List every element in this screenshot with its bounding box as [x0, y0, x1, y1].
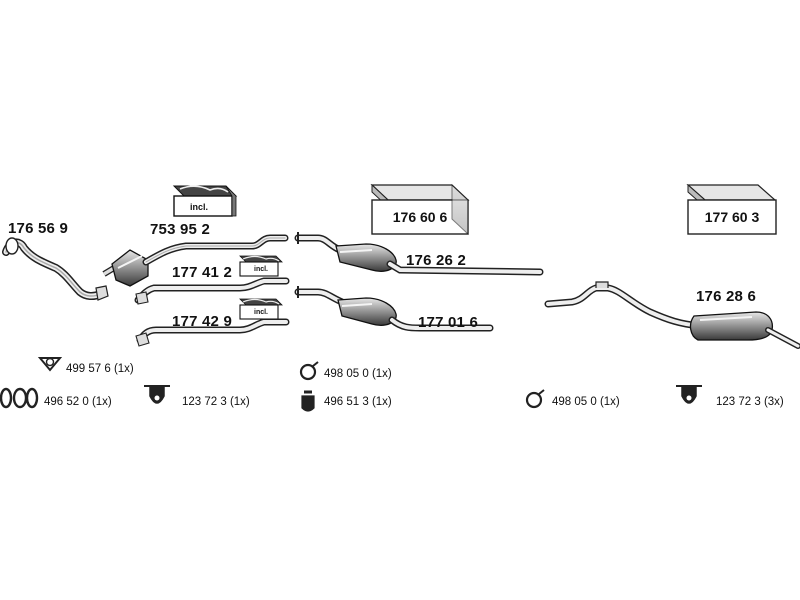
- kit-box-176606: [370, 183, 470, 236]
- rear-silencer-drawing: [544, 281, 800, 349]
- incl-label-small-1: incl.: [254, 266, 269, 273]
- incl-kit-box-large: [172, 185, 238, 217]
- incl-label-small-2: incl.: [254, 309, 269, 316]
- part-label-177412: 177 41 2: [172, 264, 232, 281]
- incl-kit-box-small-2: [239, 298, 283, 320]
- incl-kit-box-small-1: [239, 255, 283, 277]
- kit-label-176606: 176 60 6: [392, 209, 448, 225]
- accessory-label-496513: 496 51 3 (1x): [324, 396, 392, 408]
- middle-silencer-1-drawing: [294, 232, 544, 276]
- pipe-177429-drawing: [135, 318, 290, 347]
- part-label-catalyst-pipe: 753 95 2: [150, 221, 210, 238]
- kit-label-177603: 177 60 3: [704, 209, 760, 225]
- kit-box-177603: [686, 183, 777, 235]
- part-label-177429: 177 42 9: [172, 313, 232, 330]
- part-label-middle-silencer-1: 176 26 2: [406, 252, 466, 269]
- ring-gasket-icon-1: [299, 361, 319, 381]
- rubber-hanger-icon-1: [144, 385, 170, 404]
- rubber-hanger-icon-2: [676, 385, 702, 404]
- part-label-middle-silencer-2: 177 01 6: [418, 314, 478, 331]
- pipe-177412-drawing: [134, 277, 290, 305]
- accessory-label-498050-b: 498 05 0 (1x): [552, 396, 620, 408]
- incl-label-large: incl.: [190, 202, 209, 212]
- accessory-label-498050-a: 498 05 0 (1x): [324, 368, 392, 380]
- accessory-label-123723-3x: 123 72 3 (3x): [716, 396, 784, 408]
- part-label-front-pipe: 176 56 9: [8, 220, 68, 237]
- bolt-clamp-icon: [301, 390, 315, 412]
- front-pipe-drawing: [2, 237, 109, 301]
- accessory-label-123723-1x: 123 72 3 (1x): [182, 396, 250, 408]
- middle-silencer-2-drawing: [294, 286, 494, 332]
- accessory-label-496520: 496 52 0 (1x): [44, 396, 112, 408]
- catalyst-pipe-drawing: [102, 234, 289, 287]
- ring-gasket-icon-2: [525, 389, 545, 409]
- triangle-gasket-icon: [37, 357, 63, 372]
- accessory-label-499576: 499 57 6 (1x): [66, 363, 134, 375]
- ring-clamp-icon: [0, 387, 39, 409]
- part-label-rear-silencer: 176 28 6: [696, 288, 756, 305]
